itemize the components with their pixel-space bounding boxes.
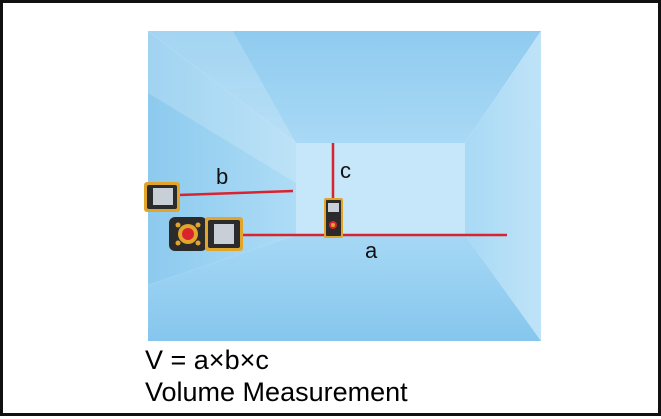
label-b: b [216, 164, 228, 189]
room-illustration: a b c [144, 31, 541, 341]
room-right-wall [465, 31, 541, 341]
room-back-wall [296, 143, 465, 235]
label-c: c [340, 158, 351, 183]
room-floor [148, 235, 541, 341]
volume-formula: V = a×b×c [145, 345, 269, 375]
label-a: a [365, 238, 378, 263]
laser-distance-meter-icon [144, 182, 180, 212]
room-left-shade [148, 31, 296, 183]
diagram-title: Volume Measurement [145, 377, 408, 407]
line-b [178, 189, 294, 197]
room-ceiling [148, 31, 541, 143]
laser-distance-meter-icon [169, 217, 243, 251]
room [148, 31, 541, 341]
measure-lines [178, 143, 507, 237]
laser-distance-meter-icon [324, 198, 343, 238]
